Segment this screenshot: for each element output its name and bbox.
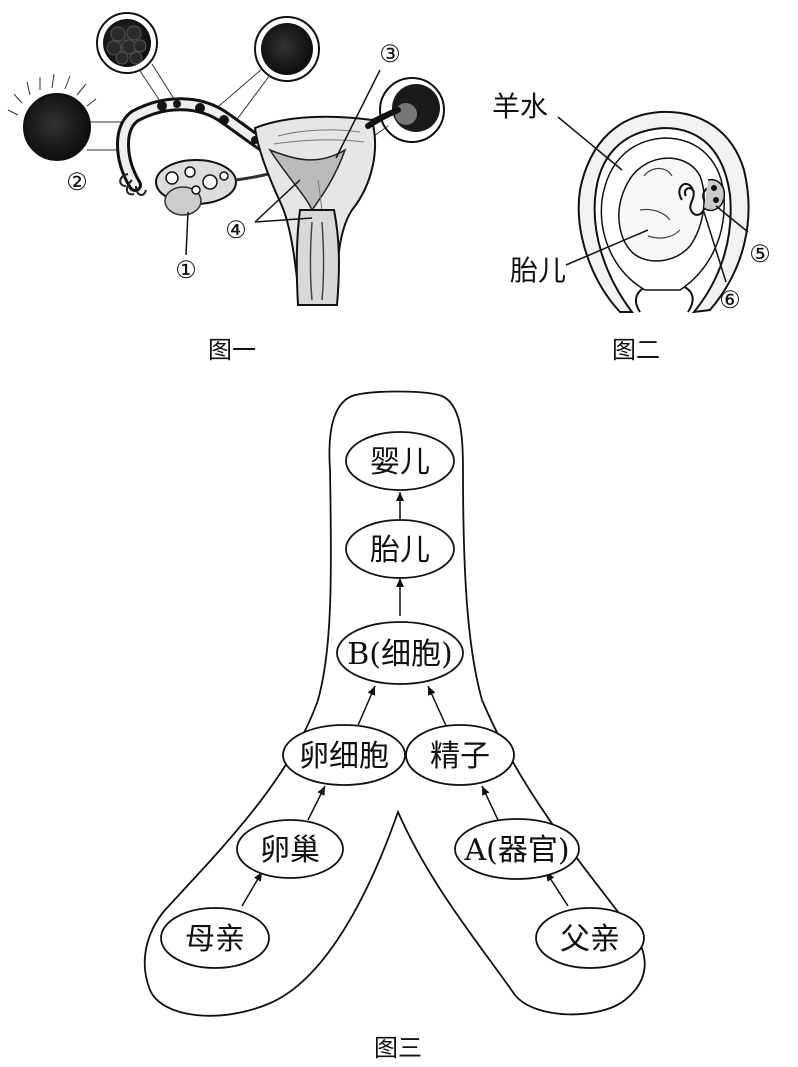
figure2-leaders <box>557 116 749 283</box>
egg-cell-circle <box>7 73 97 161</box>
label-n6: ⑥ <box>719 286 741 314</box>
node-egg-label: 卵细胞 <box>299 739 389 774</box>
umbilical-cord <box>678 182 715 216</box>
embryo-implant-circle <box>379 77 445 143</box>
label-n2: ② <box>66 168 88 196</box>
figure3-flow-diagram: 婴儿 胎儿 B(细胞) 卵细胞 精子 卵巢 A(器官) 母亲 <box>143 390 646 1062</box>
label-n3: ③ <box>379 40 401 68</box>
node-egg: 卵细胞 <box>282 724 406 786</box>
figure1-leaders <box>185 69 381 256</box>
node-mother: 母亲 <box>160 907 270 969</box>
morula-cell-circle <box>96 12 158 74</box>
placenta <box>703 178 726 212</box>
figure2-fetus-in-uterus: 羊水 胎儿 ⑤ ⑥ 图二 <box>492 90 771 364</box>
node-organ-a-label: A(器官) <box>463 833 569 868</box>
node-mother-label: 母亲 <box>185 922 245 957</box>
node-fetus: 胎儿 <box>345 519 455 579</box>
node-father: 父亲 <box>535 907 645 969</box>
node-father-label: 父亲 <box>560 922 620 957</box>
node-cell-b-label: B(细胞) <box>347 637 452 672</box>
node-infant-label: 婴儿 <box>370 445 430 480</box>
figure1-caption: 图一 <box>208 336 256 364</box>
uterine-wall <box>577 110 750 314</box>
arrow-sperm-to-cell-b <box>427 685 449 731</box>
node-ovary-label: 卵巢 <box>260 833 320 868</box>
node-organ-a: A(器官) <box>454 818 580 880</box>
figure3-caption: 图三 <box>374 1034 422 1062</box>
figure1-reproductive-system: ① ② ③ ④ 图一 <box>7 12 445 364</box>
node-fetus-label: 胎儿 <box>370 533 430 568</box>
arrow-mother-to-ovary <box>241 871 263 907</box>
figure2-caption: 图二 <box>612 336 660 364</box>
node-sperm-label: 精子 <box>430 739 490 774</box>
label-n4: ④ <box>225 216 247 244</box>
label-n5: ⑤ <box>749 240 771 268</box>
blastocyst-circle <box>254 16 320 82</box>
arrow-organ-a-to-sperm <box>481 785 499 821</box>
arrow-father-to-organ-a <box>545 871 569 907</box>
label-n1: ① <box>175 256 197 284</box>
ovary <box>155 159 277 216</box>
node-ovary: 卵巢 <box>236 819 344 879</box>
node-infant: 婴儿 <box>345 431 455 491</box>
node-cell-b: B(细胞) <box>336 621 464 685</box>
arrow-ovary-to-egg <box>307 785 326 821</box>
label-amniotic-fluid: 羊水 <box>492 90 548 123</box>
label-fetus: 胎儿 <box>510 254 566 287</box>
y-shape-outline <box>143 390 646 1017</box>
node-sperm: 精子 <box>405 724 515 786</box>
uterus <box>253 107 401 307</box>
arrow-egg-to-cell-b <box>355 685 376 731</box>
flow-arrows <box>241 492 569 907</box>
